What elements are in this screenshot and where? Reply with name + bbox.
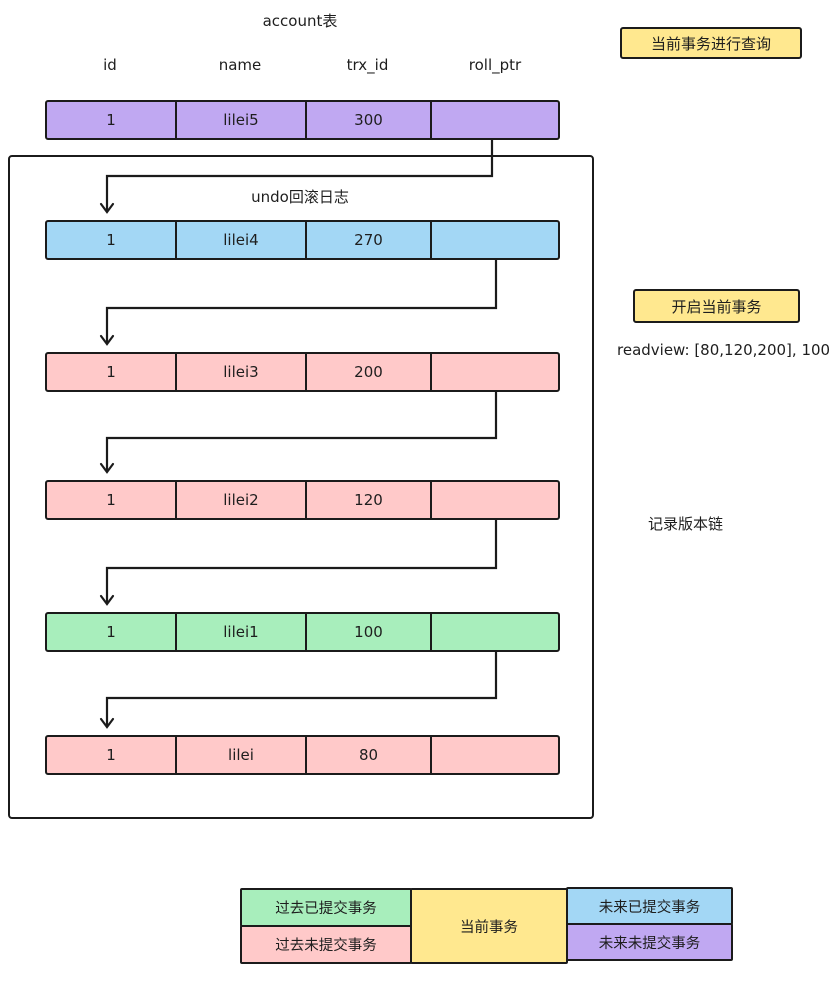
cell-id: 1 <box>47 354 177 390</box>
cell-name: lilei2 <box>177 482 307 518</box>
cell-trx-id: 270 <box>307 222 432 258</box>
undo-row-lilei4: 1 lilei4 270 <box>45 220 560 260</box>
column-header-trx-id: trx_id <box>346 56 389 74</box>
cell-roll-ptr <box>432 737 558 773</box>
legend-future-uncommitted: 未来未提交事务 <box>566 923 733 961</box>
legend-past-column: 过去已提交事务 过去未提交事务 <box>240 888 412 964</box>
transaction-legend: 过去已提交事务 过去未提交事务 当前事务 未来已提交事务 未来未提交事务 <box>240 887 733 964</box>
cell-roll-ptr <box>432 482 558 518</box>
legend-past-committed: 过去已提交事务 <box>240 888 412 927</box>
cell-name: lilei4 <box>177 222 307 258</box>
cell-name: lilei3 <box>177 354 307 390</box>
version-chain-annotation: 记录版本链 <box>648 515 724 533</box>
cell-id: 1 <box>47 737 177 773</box>
undo-row-lilei3: 1 lilei3 200 <box>45 352 560 392</box>
undo-row-lilei2: 1 lilei2 120 <box>45 480 560 520</box>
cell-roll-ptr <box>432 354 558 390</box>
cell-trx-id: 100 <box>307 614 432 650</box>
legend-past-uncommitted: 过去未提交事务 <box>240 925 412 964</box>
undo-row-lilei1: 1 lilei1 100 <box>45 612 560 652</box>
open-current-transaction-label: 开启当前事务 <box>633 289 800 323</box>
cell-id: 1 <box>47 614 177 650</box>
cell-roll-ptr <box>432 222 558 258</box>
cell-id: 1 <box>47 102 177 138</box>
readview-annotation: readview: [80,120,200], 100 <box>617 341 831 359</box>
undo-log-title: undo回滚日志 <box>251 188 349 206</box>
column-header-id: id <box>103 56 117 74</box>
cell-trx-id: 200 <box>307 354 432 390</box>
cell-trx-id: 120 <box>307 482 432 518</box>
column-headers: id name trx_id roll_ptr <box>45 56 560 74</box>
cell-roll-ptr <box>432 102 558 138</box>
cell-name: lilei5 <box>177 102 307 138</box>
cell-name: lilei <box>177 737 307 773</box>
account-row: 1 lilei5 300 <box>45 100 560 140</box>
legend-future-column: 未来已提交事务 未来未提交事务 <box>566 887 733 961</box>
current-transaction-query-text: 当前事务进行查询 <box>650 34 771 53</box>
legend-current-transaction: 当前事务 <box>410 888 568 964</box>
cell-trx-id: 300 <box>307 102 432 138</box>
legend-future-committed: 未来已提交事务 <box>566 887 733 925</box>
cell-id: 1 <box>47 222 177 258</box>
cell-name: lilei1 <box>177 614 307 650</box>
account-table-title: account表 <box>262 12 338 30</box>
current-transaction-query-label: 当前事务进行查询 <box>620 27 802 59</box>
undo-row-lilei: 1 lilei 80 <box>45 735 560 775</box>
column-header-roll-ptr: roll_ptr <box>468 56 522 74</box>
cell-roll-ptr <box>432 614 558 650</box>
open-current-transaction-text: 开启当前事务 <box>671 297 762 316</box>
cell-id: 1 <box>47 482 177 518</box>
cell-trx-id: 80 <box>307 737 432 773</box>
column-header-name: name <box>218 56 262 74</box>
